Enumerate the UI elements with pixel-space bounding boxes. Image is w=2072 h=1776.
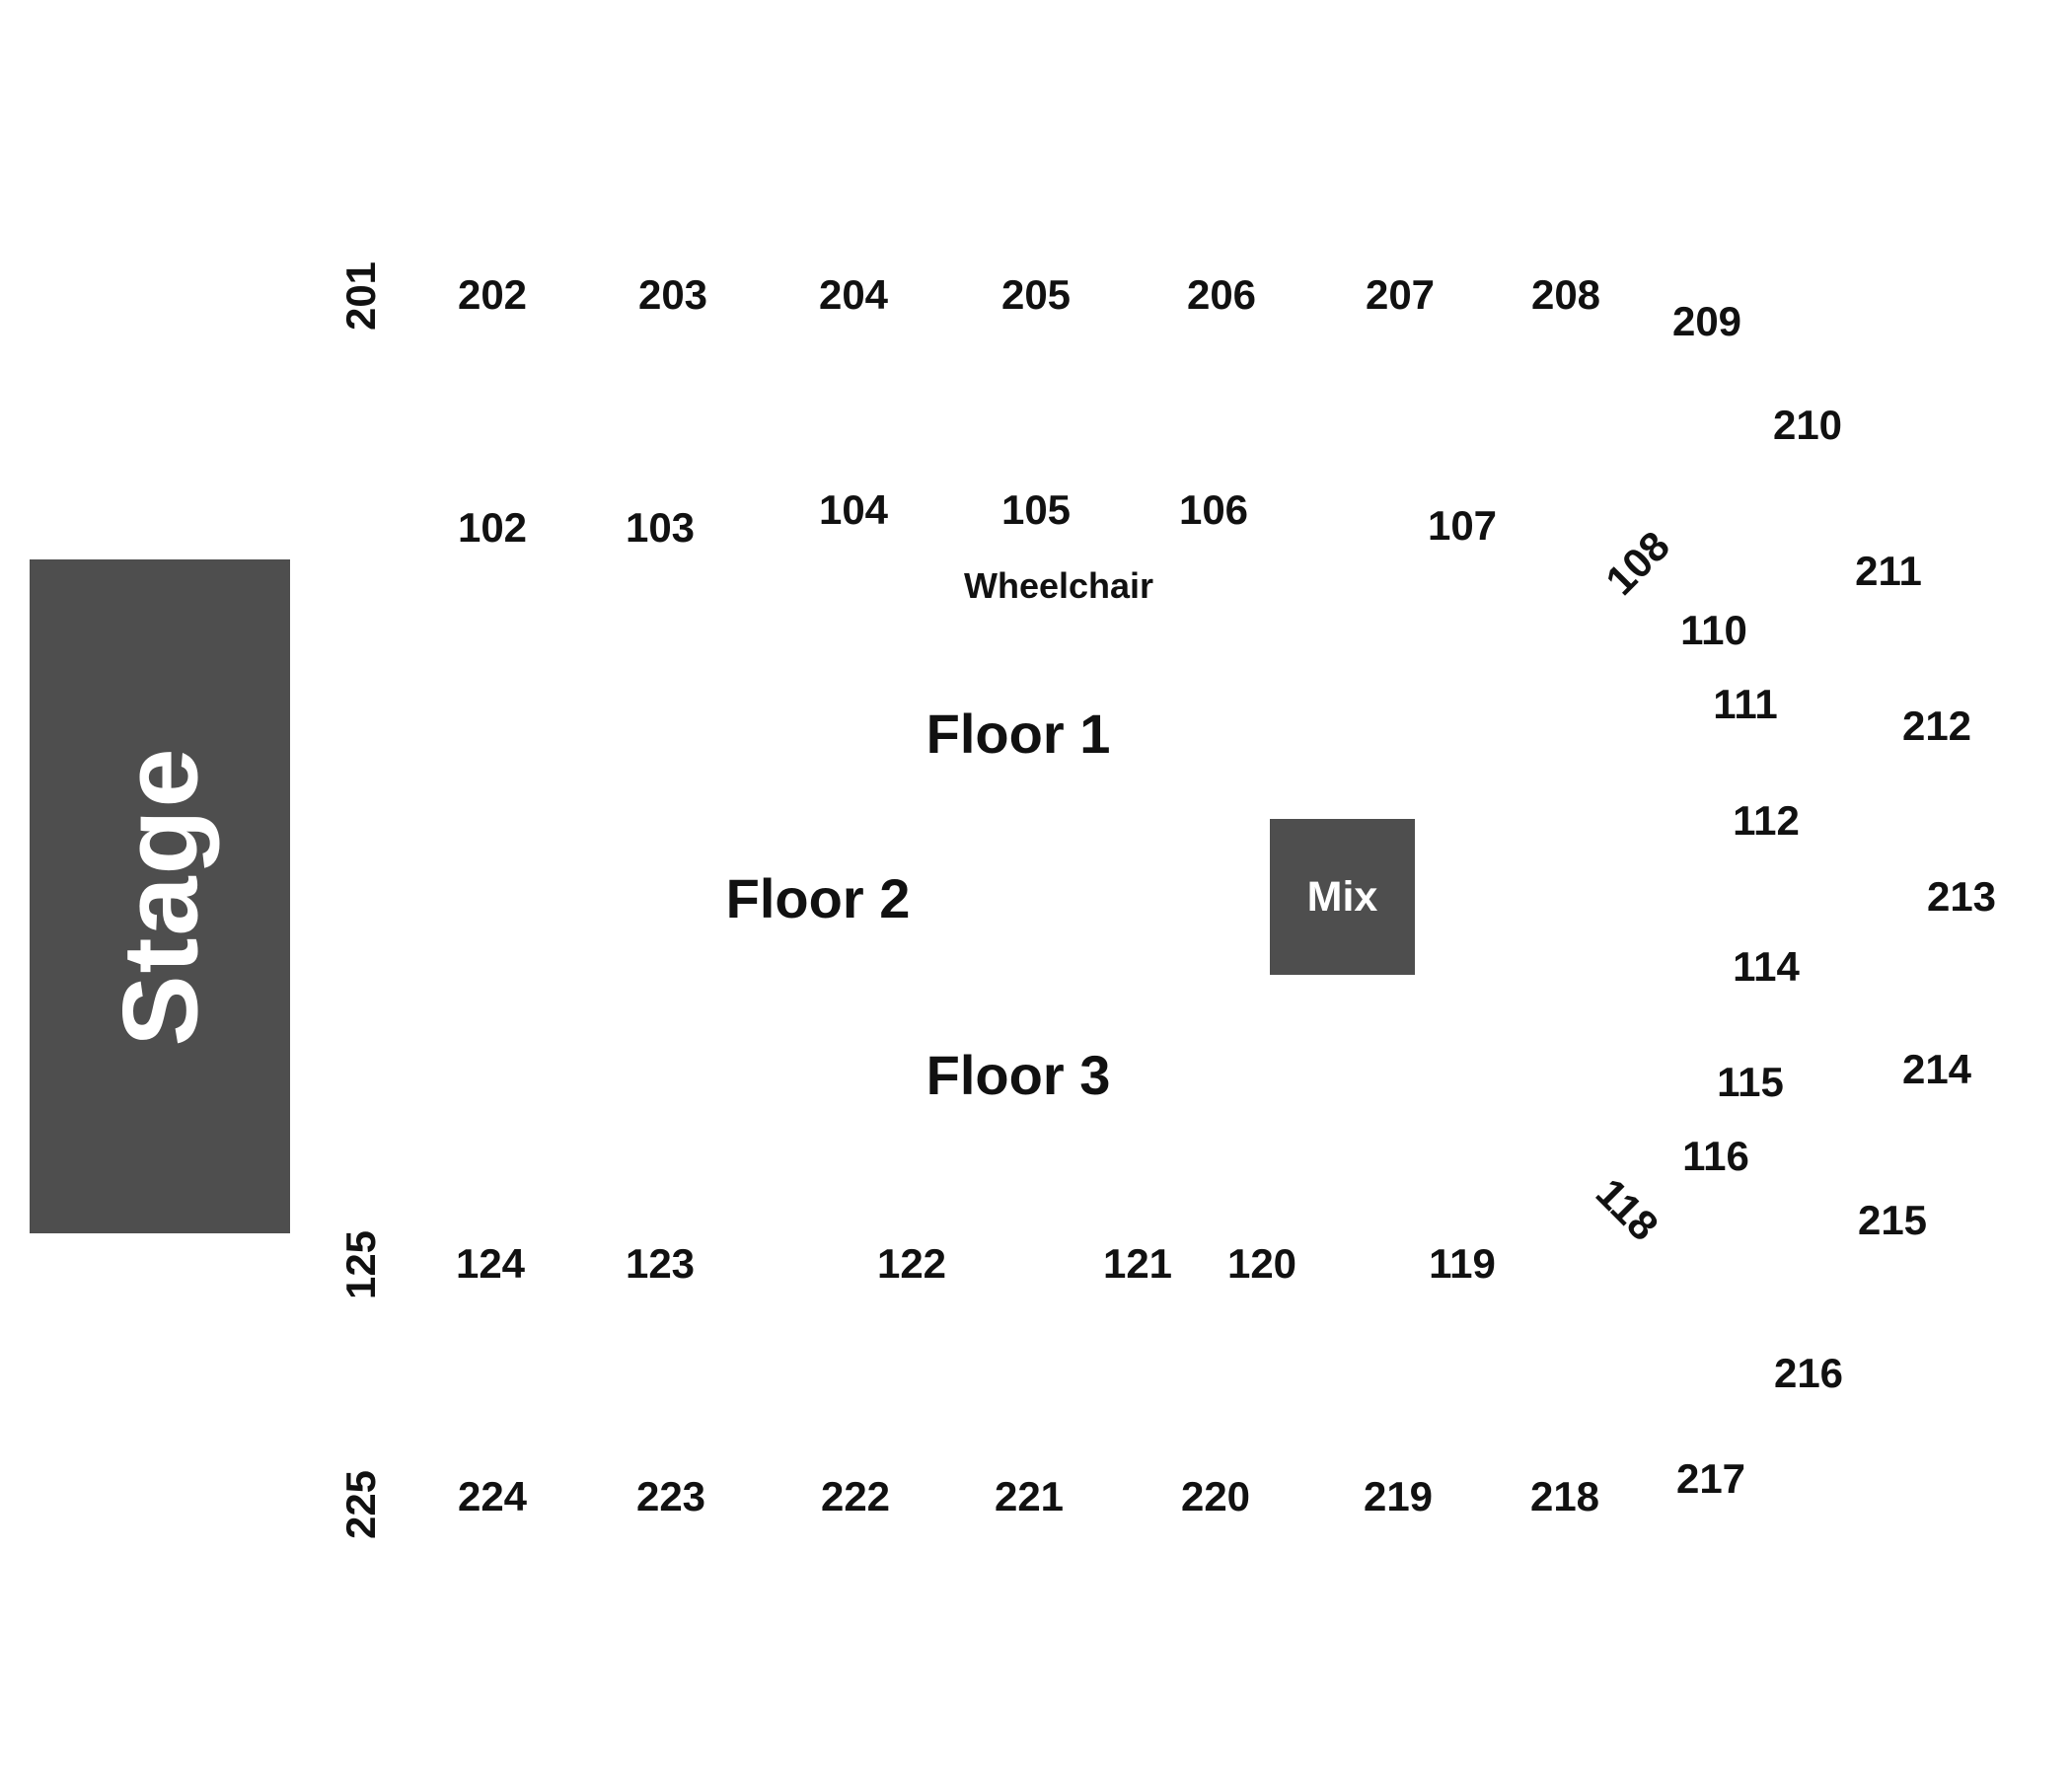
section-119[interactable]: 119 bbox=[1429, 1240, 1496, 1287]
section-212[interactable]: 212 bbox=[1901, 703, 1972, 749]
section-210[interactable]: 210 bbox=[1772, 402, 1843, 448]
floor-3-label[interactable]: Floor 3 bbox=[925, 1044, 1111, 1106]
section-115[interactable]: 115 bbox=[1717, 1059, 1784, 1105]
section-221[interactable]: 221 bbox=[994, 1473, 1065, 1519]
section-120[interactable]: 120 bbox=[1226, 1240, 1297, 1287]
section-215[interactable]: 215 bbox=[1857, 1197, 1928, 1243]
section-118[interactable]: 118 bbox=[1587, 1169, 1667, 1250]
section-106[interactable]: 106 bbox=[1178, 486, 1249, 533]
section-218[interactable]: 218 bbox=[1529, 1473, 1600, 1519]
section-208[interactable]: 208 bbox=[1530, 271, 1601, 318]
section-114[interactable]: 114 bbox=[1733, 943, 1800, 990]
mix-booth[interactable]: Mix bbox=[1270, 819, 1415, 975]
section-213[interactable]: 213 bbox=[1926, 873, 1997, 920]
section-102[interactable]: 102 bbox=[457, 504, 528, 551]
section-110[interactable]: 110 bbox=[1680, 607, 1747, 653]
section-206[interactable]: 206 bbox=[1186, 271, 1257, 318]
section-216[interactable]: 216 bbox=[1773, 1350, 1844, 1396]
mix-label: Mix bbox=[1306, 872, 1378, 921]
section-104[interactable]: 104 bbox=[818, 486, 889, 533]
section-214[interactable]: 214 bbox=[1901, 1046, 1972, 1092]
section-204[interactable]: 204 bbox=[818, 271, 889, 318]
section-225[interactable]: 225 bbox=[337, 1469, 384, 1540]
section-108[interactable]: 108 bbox=[1596, 522, 1679, 605]
floor-2-label[interactable]: Floor 2 bbox=[725, 867, 911, 929]
section-125[interactable]: 125 bbox=[337, 1229, 384, 1300]
section-207[interactable]: 207 bbox=[1365, 271, 1436, 318]
section-124[interactable]: 124 bbox=[455, 1240, 526, 1287]
section-220[interactable]: 220 bbox=[1180, 1473, 1251, 1519]
section-219[interactable]: 219 bbox=[1363, 1473, 1434, 1519]
section-209[interactable]: 209 bbox=[1671, 298, 1742, 344]
floor-1-label[interactable]: Floor 1 bbox=[925, 703, 1111, 765]
section-203[interactable]: 203 bbox=[637, 271, 708, 318]
wheelchair-label[interactable]: Wheelchair bbox=[963, 565, 1154, 606]
stage[interactable]: Stage bbox=[30, 559, 290, 1233]
section-223[interactable]: 223 bbox=[635, 1473, 706, 1519]
section-211[interactable]: 211 bbox=[1855, 548, 1922, 594]
section-105[interactable]: 105 bbox=[1000, 486, 1072, 533]
section-201[interactable]: 201 bbox=[337, 260, 384, 332]
section-222[interactable]: 222 bbox=[820, 1473, 891, 1519]
section-121[interactable]: 121 bbox=[1102, 1240, 1173, 1287]
section-116[interactable]: 116 bbox=[1682, 1133, 1749, 1179]
section-202[interactable]: 202 bbox=[457, 271, 528, 318]
section-122[interactable]: 122 bbox=[876, 1240, 947, 1287]
section-107[interactable]: 107 bbox=[1427, 502, 1498, 549]
section-217[interactable]: 217 bbox=[1675, 1455, 1746, 1502]
section-123[interactable]: 123 bbox=[625, 1240, 696, 1287]
section-112[interactable]: 112 bbox=[1733, 797, 1800, 844]
section-111[interactable]: 111 bbox=[1713, 681, 1778, 727]
section-103[interactable]: 103 bbox=[625, 504, 696, 551]
stage-label: Stage bbox=[100, 746, 220, 1047]
section-205[interactable]: 205 bbox=[1000, 271, 1072, 318]
section-224[interactable]: 224 bbox=[457, 1473, 528, 1519]
